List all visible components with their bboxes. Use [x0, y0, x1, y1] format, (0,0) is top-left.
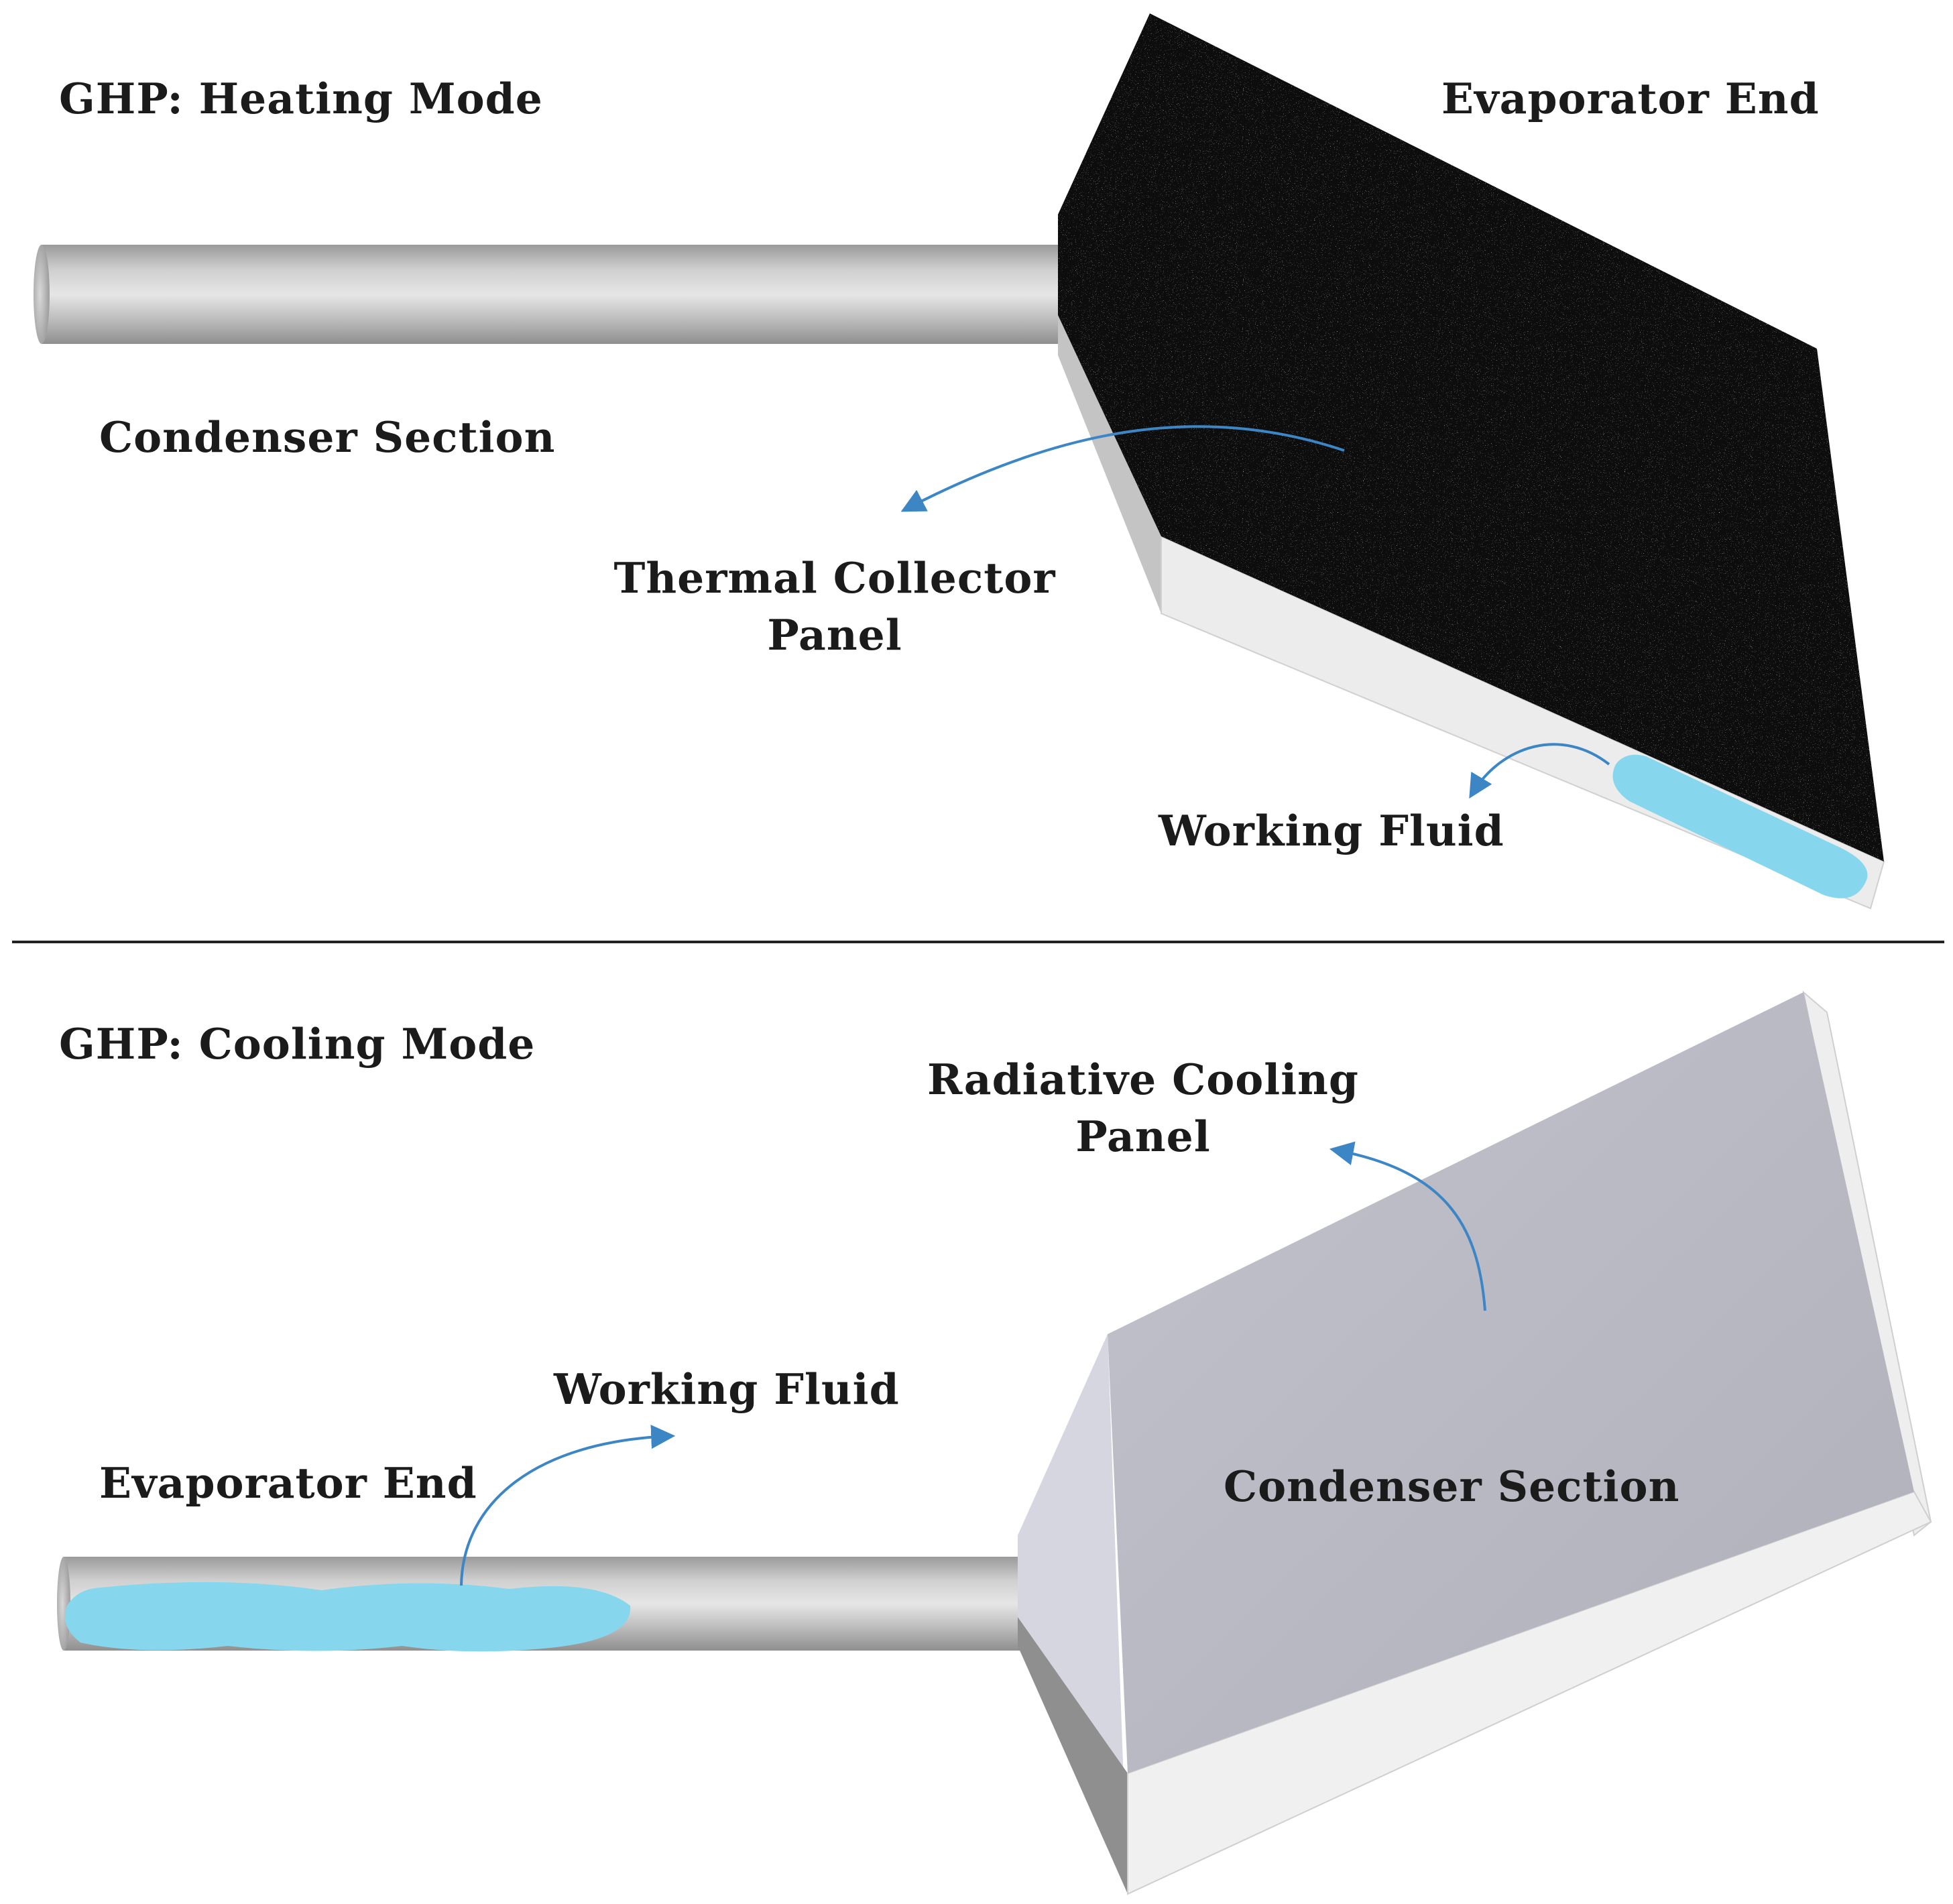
cooling-mode-diagram — [57, 990, 1932, 1895]
heating-fluid-arrow — [1469, 743, 1610, 799]
cooling-working-fluid-label: Working Fluid — [554, 1364, 900, 1414]
cooling-radiative-cooling-panel — [1108, 992, 1914, 1773]
heating-evaporator-end-label: Evaporator End — [1441, 74, 1820, 123]
radiative-cooling-label-line2: Panel — [1075, 1112, 1211, 1162]
cooling-panel-lower-face — [1018, 1617, 1128, 1894]
heating-condenser-section-label: Condenser Section — [99, 412, 556, 462]
cooling-condenser-section-label: Condenser Section — [1224, 1462, 1680, 1511]
heating-thermal-collector-panel — [1058, 13, 1884, 861]
cooling-panel-arrow — [1329, 1141, 1486, 1311]
radiative-cooling-panel-label: Radiative Cooling Panel — [902, 1051, 1384, 1165]
heating-working-fluid — [1612, 754, 1868, 898]
radiative-cooling-label-line1: Radiative Cooling — [927, 1055, 1359, 1104]
thermal-collector-panel-label: Thermal Collector Panel — [600, 550, 1069, 664]
heating-mode-diagram — [34, 13, 1885, 910]
thermal-collector-label-line2: Panel — [767, 610, 902, 660]
heating-pipe — [34, 245, 1061, 344]
heating-panel-arrow — [900, 425, 1345, 512]
heating-working-fluid-label: Working Fluid — [1159, 806, 1504, 855]
cooling-working-fluid — [64, 1582, 631, 1652]
heating-panel-left-bevel — [1058, 315, 1161, 613]
thermal-collector-label-line1: Thermal Collector — [613, 553, 1056, 603]
cooling-mode-title: GHP: Cooling Mode — [59, 1019, 536, 1069]
cooling-fluid-arrow — [460, 1425, 676, 1586]
heating-mode-title: GHP: Heating Mode — [59, 74, 543, 123]
cooling-evaporator-end-label: Evaporator End — [99, 1458, 477, 1508]
